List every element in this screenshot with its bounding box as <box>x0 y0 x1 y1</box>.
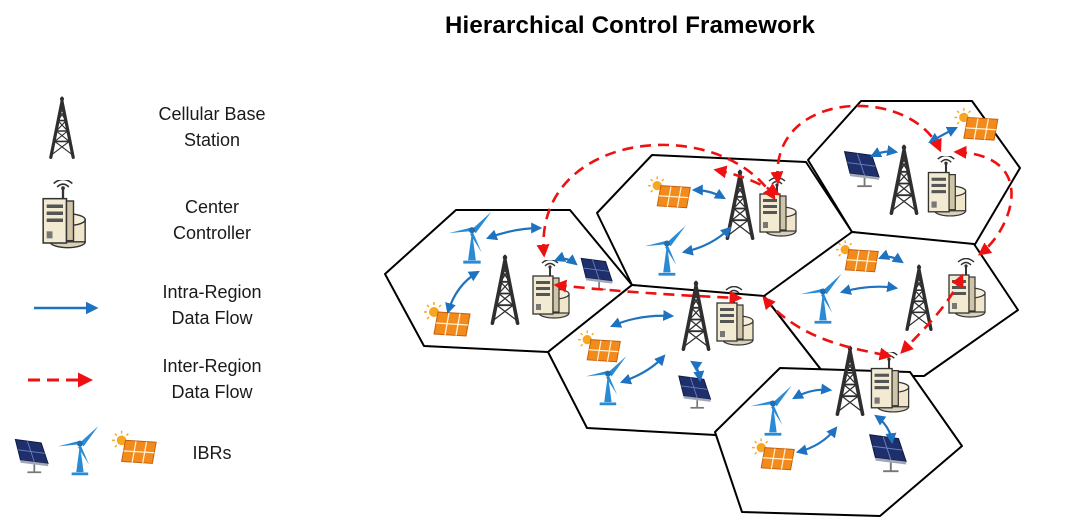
inter-flow-arrow <box>900 273 964 354</box>
intra-flow-arrow <box>609 309 675 328</box>
legend-wind-turbine-icon <box>56 424 100 476</box>
legend-pv-panel-icon <box>14 438 50 474</box>
legend-tower-icon <box>49 94 75 160</box>
intra-flow-arrow <box>874 414 897 445</box>
intra-flow-arrow <box>792 383 833 400</box>
intra-flow-arrow <box>485 222 543 241</box>
inter-flow-arrow <box>953 145 1013 256</box>
inter-flow-arrow <box>762 296 893 361</box>
intra-flow-arrow <box>553 251 578 266</box>
intra-flow-arrow <box>839 281 899 295</box>
intra-flow-arrow <box>795 426 838 456</box>
intra-flow-arrow <box>619 354 666 385</box>
legend-controller-icon <box>41 180 87 249</box>
inter-flow-arrow <box>553 279 743 305</box>
inter-flow-arrow <box>713 165 781 196</box>
intra-flow-arrow <box>877 249 904 264</box>
legend-label-ibrs: IBRs <box>192 443 232 463</box>
legend-solar-panel-icon <box>112 430 157 465</box>
intra-flow-arrow <box>690 360 705 383</box>
intra-flow-arrow <box>445 270 480 315</box>
page-title: Hierarchical Control Framework <box>444 12 816 39</box>
inter-flow-arrow <box>770 104 942 185</box>
